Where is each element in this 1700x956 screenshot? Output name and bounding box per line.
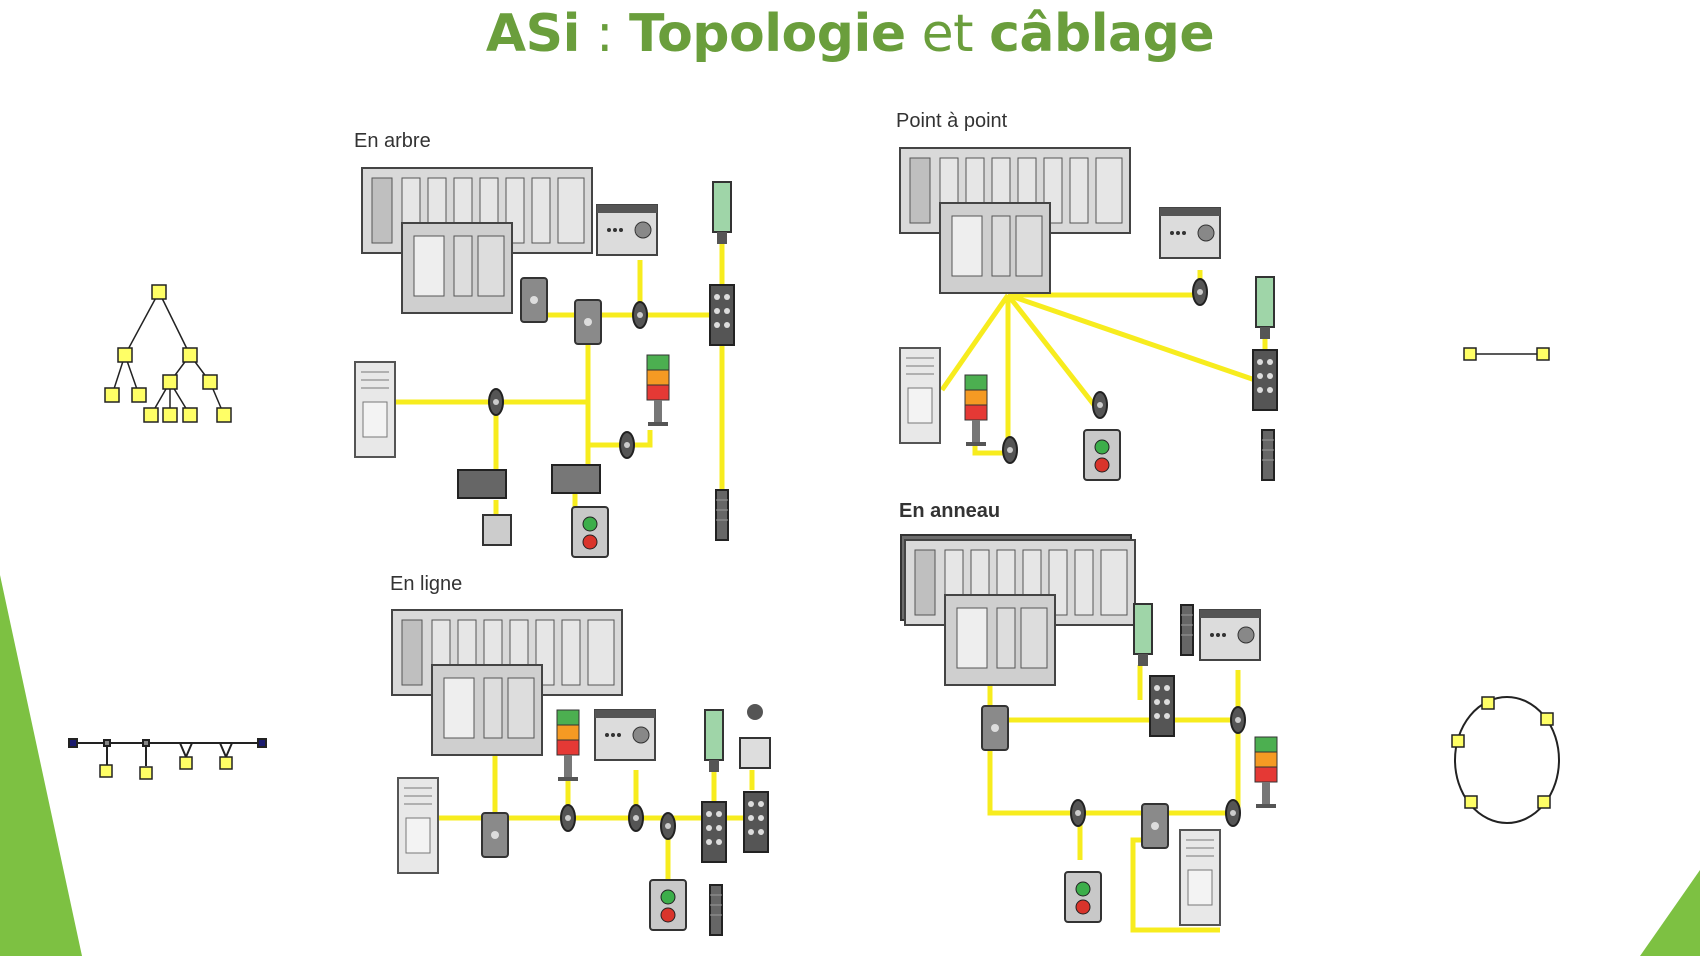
ring-topology-icon bbox=[1451, 696, 1560, 824]
label-line: En ligne bbox=[390, 573, 463, 595]
ring-wiring bbox=[900, 534, 1278, 933]
decor-right-triangle bbox=[1640, 870, 1700, 956]
tree-topology-icon bbox=[104, 284, 232, 423]
slide-title: ASi : Topologie et câblage bbox=[485, 4, 1215, 64]
line-wiring bbox=[391, 609, 771, 936]
line-topology-icon bbox=[68, 738, 267, 780]
label-point: Point à point bbox=[896, 110, 1008, 132]
point-wiring bbox=[899, 147, 1278, 481]
label-tree: En arbre bbox=[354, 130, 431, 152]
point-topology-icon bbox=[1463, 347, 1550, 361]
label-ring: En anneau bbox=[899, 500, 1001, 522]
tree-wiring bbox=[354, 167, 735, 558]
decor-left-triangle bbox=[0, 575, 82, 956]
